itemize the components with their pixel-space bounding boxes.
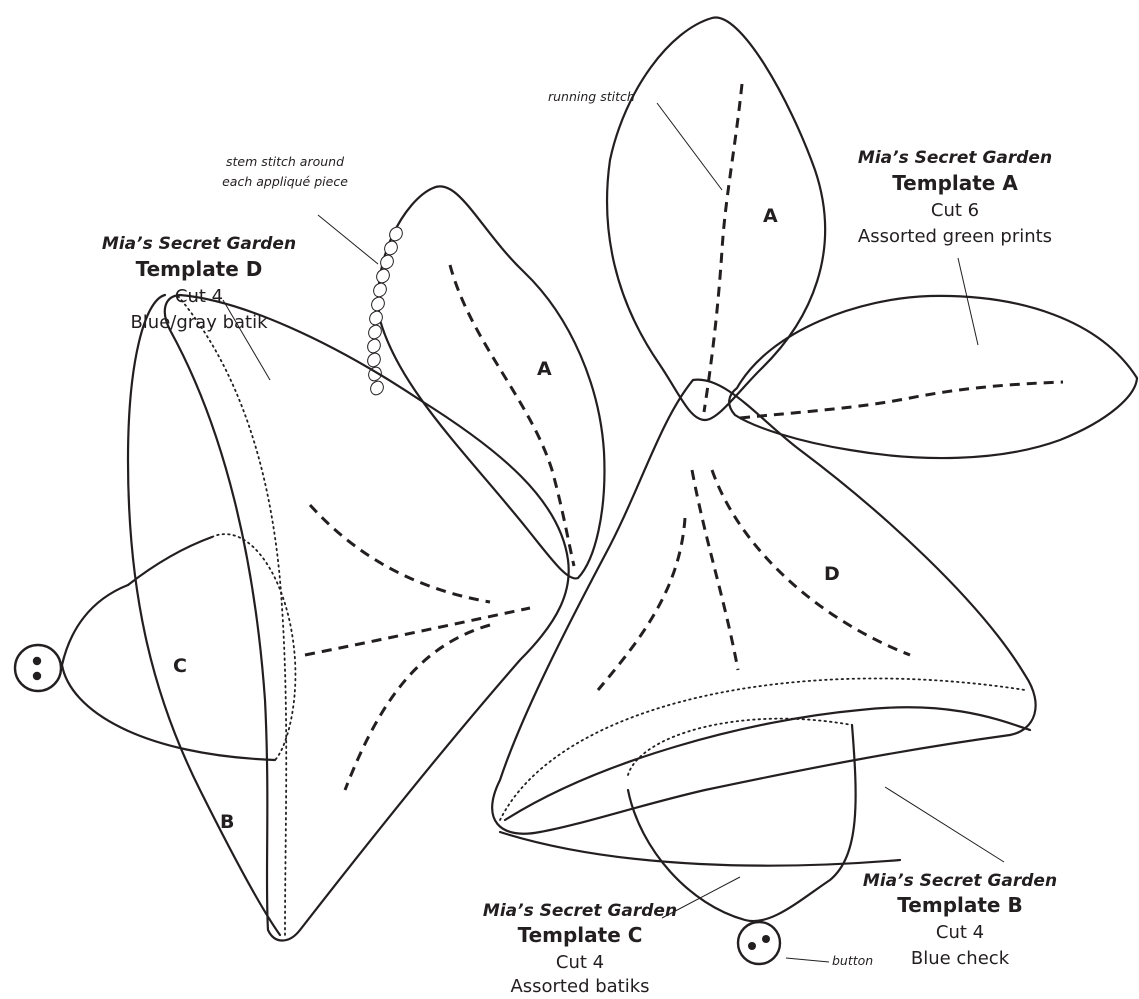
leader-button <box>785 957 830 963</box>
flower-left-petal-c <box>60 583 277 762</box>
flower-right: D <box>491 378 1037 966</box>
label-template-a: Mia’s Secret Garden Template A Cut 6 Ass… <box>858 148 1052 247</box>
flower-left-petal-b <box>126 293 282 937</box>
template-c-title: Mia’s Secret Garden <box>483 901 677 921</box>
flower-right-bottom-edge <box>498 830 902 867</box>
leaf-top-outline <box>605 16 827 422</box>
leaf-top-letter: A <box>763 205 778 227</box>
template-a-fabric: Assorted green prints <box>858 226 1052 247</box>
flower-right-petal-c-hidden <box>627 717 853 776</box>
flower-left-fold-line <box>177 295 288 936</box>
note-stem-stitch-line2: each appliqué piece <box>222 174 348 189</box>
leader-template-d <box>222 299 271 381</box>
flower-right-stitch-2 <box>596 517 687 691</box>
flower-left-stitch-2 <box>304 606 531 657</box>
leader-running-stitch <box>656 102 723 191</box>
leaf-top-piece: A <box>605 16 827 422</box>
leaf-left-piece: A <box>367 185 606 580</box>
flower-left-stitch-3 <box>343 623 491 791</box>
flower-left: C B <box>13 293 570 942</box>
leader-lines <box>222 102 1005 963</box>
flower-left-button <box>13 643 63 693</box>
leaf-left-letter: A <box>537 358 552 380</box>
leaf-left-outline <box>377 185 606 580</box>
flower-right-fold-line <box>499 677 1026 821</box>
flower-left-letter-b: B <box>220 811 234 833</box>
leaf-top-center-vein <box>702 83 744 413</box>
flower-left-petal-c-top <box>126 535 214 587</box>
stem-stitch-rope <box>367 226 403 396</box>
leader-template-c <box>661 876 741 919</box>
flower-right-stitch-1 <box>690 469 740 671</box>
leaf-left-center-vein <box>448 264 576 567</box>
note-button: button <box>832 953 873 968</box>
flower-left-letter-c: C <box>173 655 187 677</box>
template-d-fabric: Blue/gray batik <box>130 312 268 333</box>
template-c-name: Template C <box>518 923 643 947</box>
flower-right-stitch-3 <box>710 469 911 657</box>
template-d-title: Mia’s Secret Garden <box>102 234 296 254</box>
flower-right-letter-d: D <box>824 563 840 585</box>
template-b-cut: Cut 4 <box>936 922 984 943</box>
note-stem-stitch-line1: stem stitch around <box>226 154 344 169</box>
template-d-cut: Cut 4 <box>175 286 223 307</box>
leader-stem-stitch <box>317 214 379 265</box>
flower-right-button <box>736 920 782 966</box>
label-template-c: Mia’s Secret Garden Template C Cut 4 Ass… <box>483 901 677 997</box>
leaf-right-piece <box>728 294 1139 460</box>
leaf-right-center-vein <box>739 380 1064 420</box>
template-a-name: Template A <box>892 171 1018 195</box>
template-d-name: Template D <box>136 257 263 281</box>
leader-template-a <box>957 257 979 346</box>
leader-template-b <box>884 786 1005 863</box>
flower-right-body-outline <box>491 378 1037 835</box>
note-running-stitch: running stitch <box>548 89 635 104</box>
template-a-title: Mia’s Secret Garden <box>858 148 1052 168</box>
flower-left-petal-c-hidden <box>211 533 297 761</box>
leaf-right-outline <box>728 294 1139 460</box>
template-a-cut: Cut 6 <box>931 200 979 221</box>
template-c-fabric: Assorted batiks <box>510 976 649 997</box>
template-b-fabric: Blue check <box>911 948 1010 969</box>
template-b-title: Mia’s Secret Garden <box>863 871 1057 891</box>
template-c-cut: Cut 4 <box>556 952 604 973</box>
label-template-d: Mia’s Secret Garden Template D Cut 4 Blu… <box>102 234 296 333</box>
flower-left-body-outline <box>163 293 570 942</box>
flower-left-stitch-1 <box>308 503 491 604</box>
template-b-name: Template B <box>897 893 1022 917</box>
flower-right-flap-b <box>503 706 1032 822</box>
flower-right-petal-c <box>626 723 857 923</box>
label-template-b: Mia’s Secret Garden Template B Cut 4 Blu… <box>863 871 1057 969</box>
